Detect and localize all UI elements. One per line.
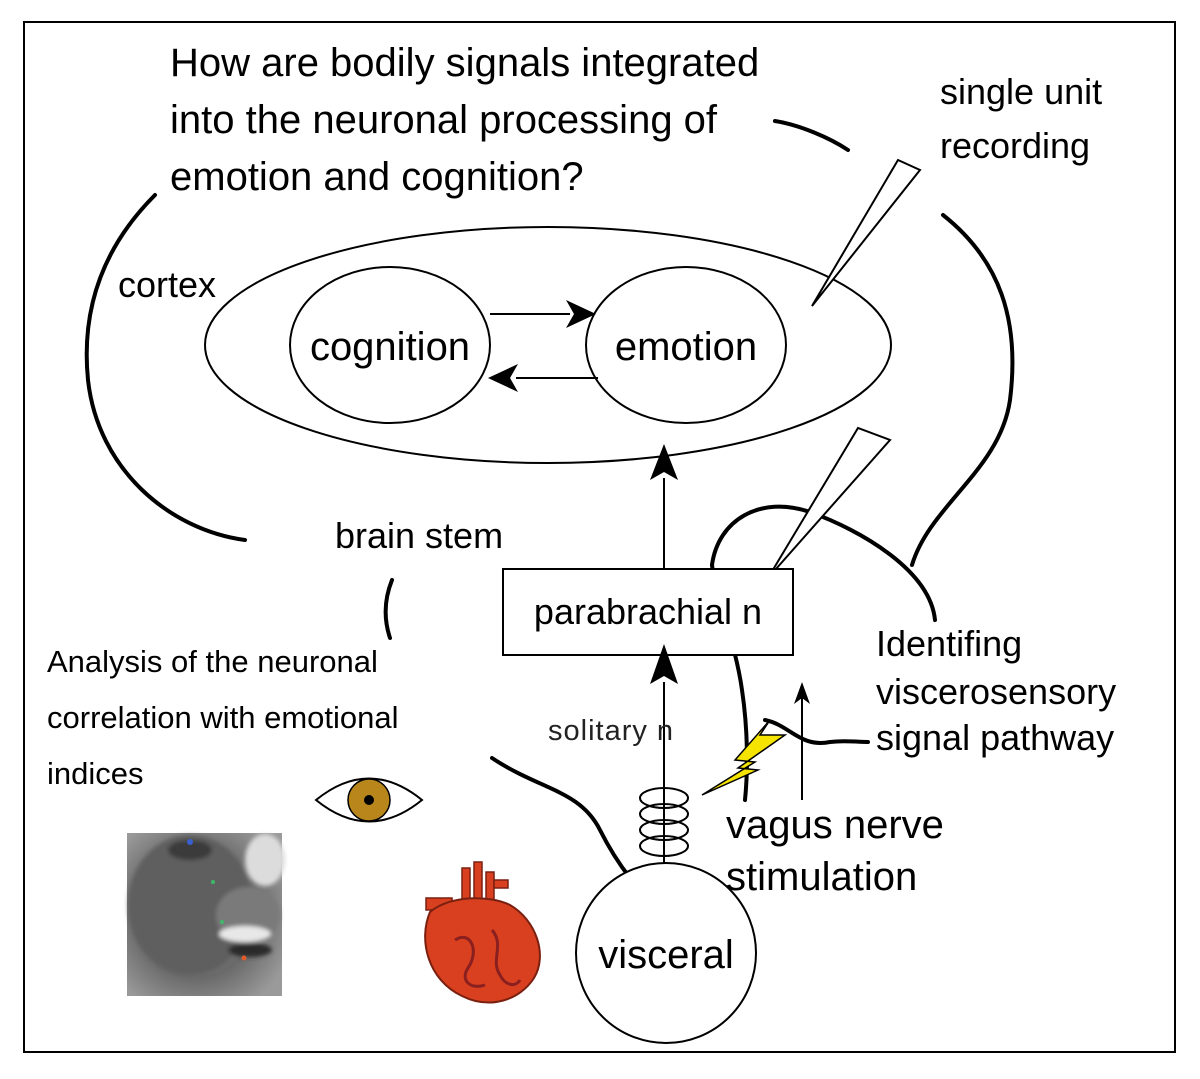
cortex-ellipse (204, 226, 892, 464)
eye-icon (314, 777, 424, 823)
arrow-emotion-to-cognition-head (488, 364, 518, 392)
cognition-circle (289, 266, 491, 424)
identifying-line-1: Identifing (876, 623, 1022, 664)
analysis-line-1: Analysis of the neuronal (47, 644, 378, 679)
cortex-label: cortex (118, 264, 216, 305)
arrow-solitary-to-parabrachial-head (650, 644, 678, 684)
electrode-icon-cortex (811, 158, 922, 307)
question-line-1: How are bodily signals integrated (170, 41, 759, 85)
nerve-outline (763, 718, 870, 745)
outer-frame (23, 21, 1176, 1053)
visceral-label: visceral (598, 933, 734, 977)
parabrachial-label: parabrachial n (534, 591, 762, 632)
parabrachial-box (502, 568, 794, 656)
arrow-parabrachial-to-cortex-head (650, 444, 678, 480)
solitary-label: solitary n (548, 715, 674, 747)
brain-outline-left (84, 193, 247, 542)
emotion-circle (585, 266, 787, 424)
spinal-outline (490, 756, 632, 880)
emotion-label: emotion (615, 325, 757, 369)
brain-stem-label: brain stem (335, 515, 503, 556)
brainstem-outline-bracket (383, 578, 394, 640)
brain-outline-right (910, 213, 1015, 567)
arrow-vagus-head (794, 682, 810, 704)
arrow-cognition-to-emotion-head (566, 300, 596, 328)
identifying-line-2: viscerosensory (876, 671, 1116, 712)
brain-outline-top (773, 119, 850, 152)
single-unit-label-2: recording (940, 125, 1090, 166)
lightning-icon (701, 719, 788, 796)
question-line-2: into the neuronal processing of (170, 98, 718, 142)
heart-icon (424, 861, 541, 1004)
monkey-face-photo (127, 833, 285, 996)
visceral-circle (575, 862, 757, 1044)
vagus-line-2: stimulation (726, 855, 917, 899)
question-line-3: emotion and cognition? (170, 155, 584, 199)
coil-icon (639, 787, 689, 857)
cognition-label: cognition (310, 325, 470, 369)
single-unit-label-1: single unit (940, 71, 1102, 112)
vagus-line-1: vagus nerve (726, 803, 944, 847)
identifying-line-3: signal pathway (876, 717, 1114, 758)
analysis-line-2: correlation with emotional (47, 700, 399, 735)
analysis-line-3: indices (47, 756, 144, 791)
electrode-icon-brainstem (767, 426, 892, 579)
